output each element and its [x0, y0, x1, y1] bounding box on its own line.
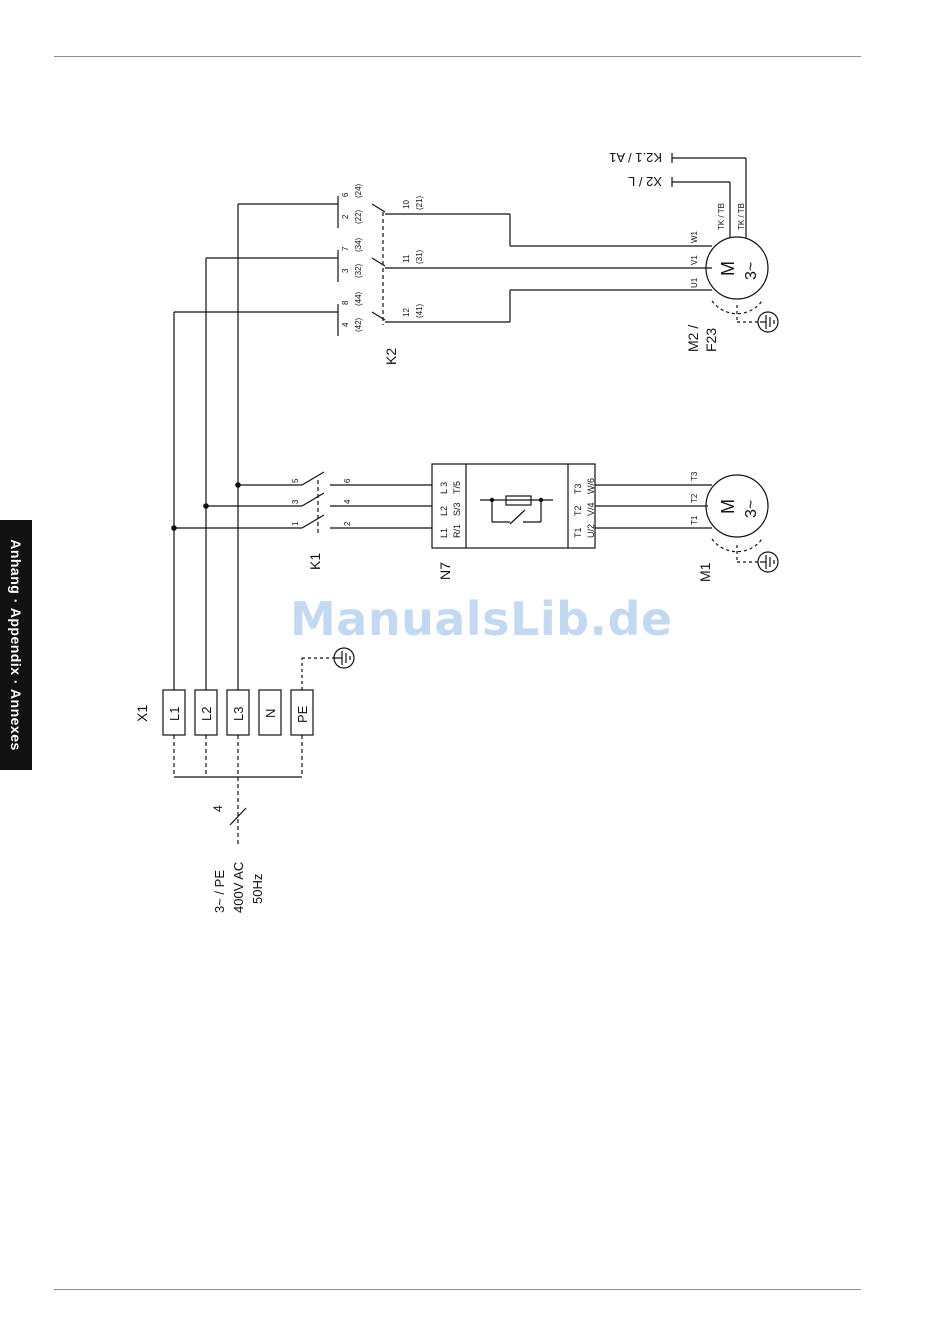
junction-dot — [171, 525, 177, 531]
m2-terminal-v1: V1 — [690, 255, 699, 265]
k2-c1-a: 4 — [341, 322, 350, 327]
k2-c3-c: (22) — [354, 209, 363, 224]
x1-terminal-l2: L2 — [199, 707, 214, 721]
k2-c2-out-num: 11 — [402, 254, 411, 263]
watermark: ManualsLib.de — [290, 592, 670, 646]
m2-phase: 3~ — [743, 262, 760, 280]
supply-phase: 3~ / PE — [212, 870, 227, 913]
signal-k21-a1: K2.1 / A1 — [609, 150, 662, 165]
m2-thermal-contact-1: TK / TB — [717, 203, 726, 230]
n7-in-3a: L 3 — [439, 482, 449, 494]
m1-terminal-t1: T1 — [690, 515, 699, 525]
k2-c1-d: (44) — [354, 291, 363, 306]
supply-wire-count: 4 — [211, 805, 225, 812]
m2-tag-line1: M2 / — [685, 325, 701, 352]
m2-terminal-u1: U1 — [690, 277, 699, 288]
supply-voltage: 400V AC — [231, 862, 246, 913]
x1-tag: X1 — [134, 705, 150, 722]
m2-terminal-w1: W1 — [690, 230, 699, 243]
n7-out-1b: U/2 — [586, 524, 596, 538]
k1-contact-3-in: 5 — [291, 478, 300, 483]
junction-dot — [235, 482, 241, 488]
n7-in-2a: L2 — [439, 506, 449, 516]
junction-dot — [203, 503, 209, 509]
m1-tag: M1 — [697, 562, 713, 582]
n7-in-1b: R/1 — [452, 524, 462, 538]
k1-contact-1-in: 1 — [291, 521, 300, 526]
x1-terminal-pe: PE — [295, 705, 310, 723]
x1-terminal-l1: L1 — [167, 707, 182, 721]
k2-c3-out-par: (21) — [415, 195, 424, 210]
k2-c1-out-num: 12 — [402, 308, 411, 317]
k1-contact-2-out: 4 — [343, 499, 352, 504]
m2-symbol: M — [718, 261, 738, 276]
k2-c2-c: (32) — [354, 263, 363, 278]
k1-contact-1-out: 2 — [343, 521, 352, 526]
k2-c1-out-par: (41) — [415, 303, 424, 318]
n7-out-2a: T2 — [573, 505, 583, 516]
k1-contact-2-in: 3 — [291, 499, 300, 504]
n7-out-1a: T1 — [573, 527, 583, 538]
k1-contact-3-out: 6 — [343, 478, 352, 483]
m2-tag-line2: F23 — [703, 328, 719, 352]
x1-terminal-l3: L3 — [231, 707, 246, 721]
n7-in-3b: T/5 — [452, 481, 462, 494]
k2-c3-a: 2 — [341, 214, 350, 219]
n7-out-3a: T3 — [573, 483, 583, 494]
k2-c1-c: (42) — [354, 317, 363, 332]
k1-tag: K1 — [307, 553, 323, 570]
n7-out-3b: W/6 — [586, 478, 596, 494]
k2-c1-b: 8 — [341, 300, 350, 305]
m1-terminal-t2: T2 — [690, 493, 699, 503]
m1-terminal-t3: T3 — [690, 471, 699, 481]
k2-c3-d: (24) — [354, 183, 363, 198]
k2-c3-b: 6 — [341, 192, 350, 197]
m1-phase: 3~ — [743, 500, 760, 518]
signal-x2-l: X2 / L — [628, 174, 662, 189]
k2-c2-a: 3 — [341, 268, 350, 273]
supply-frequency: 50Hz — [250, 874, 265, 904]
n7-in-1a: L1 — [439, 528, 449, 538]
n7-in-2b: S/3 — [452, 502, 462, 516]
n7-out-2b: V/4 — [586, 502, 596, 516]
k2-c2-d: (34) — [354, 237, 363, 252]
n7-tag: N7 — [437, 562, 453, 580]
m1-symbol: M — [718, 499, 738, 514]
k2-c2-out-par: (31) — [415, 249, 424, 264]
x1-terminal-n: N — [263, 709, 278, 718]
k2-c3-out-num: 10 — [402, 200, 411, 209]
m2-thermal-contact-2: TK / TB — [737, 203, 746, 230]
k2-c2-b: 7 — [341, 246, 350, 251]
k2-tag: K2 — [383, 348, 399, 365]
